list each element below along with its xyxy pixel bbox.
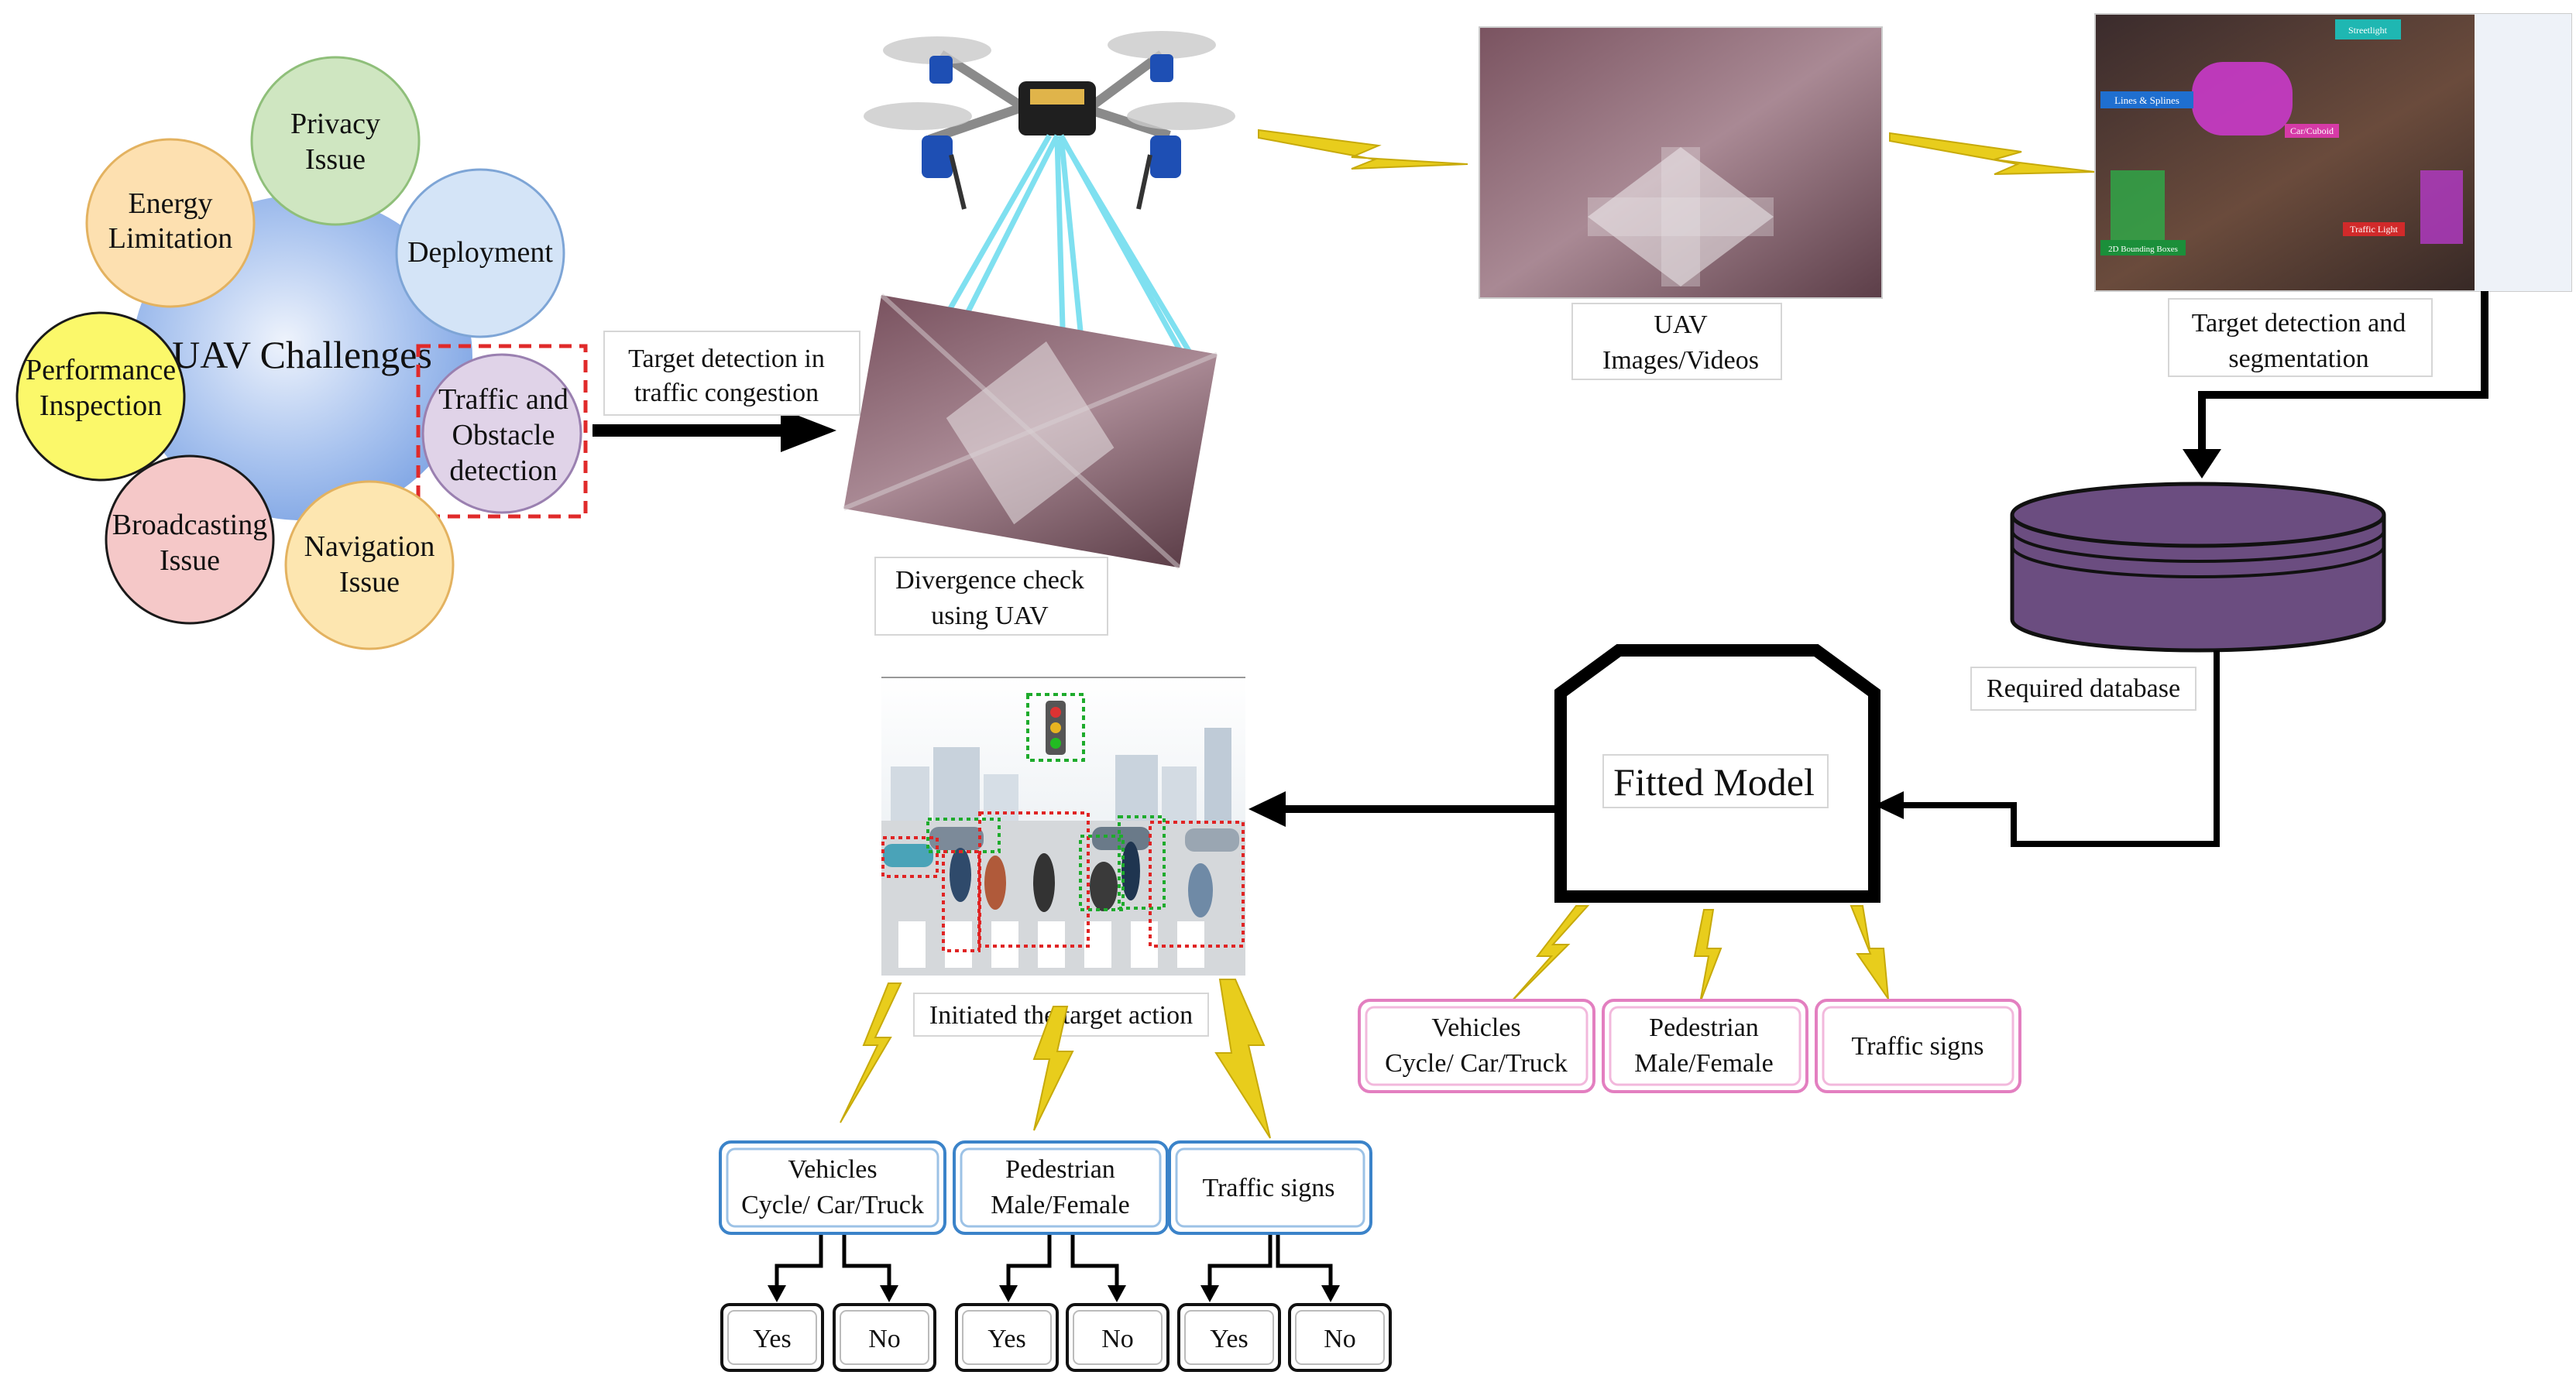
lightning-icon	[840, 982, 902, 1123]
detection-image: Lines & Splines Car/Cuboid 2D Bounding B…	[2094, 13, 2572, 292]
decision-yes-vehicles: Yes	[720, 1303, 824, 1372]
svg-text:Divergence check: Divergence check	[895, 566, 1084, 595]
svg-text:Limitation: Limitation	[108, 222, 232, 255]
action-output-pedestrian: Pedestrian Male/Female	[953, 1140, 1169, 1235]
fitted-model-shape: Fitted Model	[1554, 644, 1880, 903]
svg-text:UAV: UAV	[1654, 310, 1708, 339]
uav-image	[1479, 26, 1883, 299]
svg-text:using UAV: using UAV	[931, 602, 1049, 630]
action-street-image	[881, 677, 1245, 976]
svg-text:2D Bounding Boxes: 2D Bounding Boxes	[2108, 245, 2178, 254]
challenge-traffic-obstacle: Traffic and Obstacle detection	[416, 344, 588, 519]
challenge-privacy: Privacy Issue	[250, 56, 421, 226]
svg-text:No: No	[1324, 1325, 1356, 1353]
challenge-deployment: Deployment	[395, 168, 565, 338]
svg-text:Images/Videos: Images/Videos	[1602, 346, 1759, 375]
uav-challenges-cluster: UAV Challenges Privacy Issue Energy Limi…	[15, 56, 588, 650]
drone-icon	[864, 31, 1235, 210]
svg-text:No: No	[1101, 1325, 1134, 1353]
svg-text:Issue: Issue	[339, 566, 400, 598]
database-icon	[2010, 482, 2386, 653]
model-output-traffic-signs: Traffic signs	[1815, 999, 2021, 1093]
divergence-label: Divergence check using UAV	[874, 557, 1108, 636]
svg-text:Male/Female: Male/Female	[1634, 1049, 1773, 1078]
arrow-to-database	[2198, 291, 2488, 453]
svg-text:Performance: Performance	[26, 354, 176, 386]
svg-text:Traffic Light: Traffic Light	[2350, 224, 2398, 235]
svg-text:Traffic and: Traffic and	[438, 383, 568, 416]
svg-text:Inspection: Inspection	[39, 389, 162, 422]
decision-yes-pedestrian: Yes	[955, 1303, 1059, 1372]
challenge-navigation: Navigation Issue	[284, 480, 455, 650]
svg-text:Vehicles: Vehicles	[1431, 1013, 1520, 1042]
svg-text:Male/Female: Male/Female	[991, 1191, 1129, 1219]
svg-text:segmentation: segmentation	[2228, 345, 2368, 373]
branch-arrowheads	[768, 1285, 1340, 1302]
detection-label: Target detection and segmentation	[2168, 298, 2433, 377]
challenge-performance: Performance Inspection	[15, 311, 186, 482]
svg-text:Target detection and: Target detection and	[2192, 309, 2406, 338]
decision-no-traffic-signs: No	[1288, 1303, 1392, 1372]
arrow-to-model-head	[1874, 791, 1904, 819]
lightning-icon	[1258, 129, 1468, 170]
challenge-broadcasting: Broadcasting Issue	[105, 454, 275, 625]
svg-text:Pedestrian: Pedestrian	[1649, 1013, 1759, 1042]
challenges-hub-label: UAV Challenges	[172, 333, 432, 376]
svg-text:Privacy: Privacy	[290, 108, 380, 140]
action-output-vehicles: Vehicles Cycle/ Car/Truck	[719, 1140, 946, 1235]
divergence-aerial-image	[843, 293, 1218, 570]
svg-text:Yes: Yes	[753, 1325, 791, 1353]
lightning-icon	[1889, 132, 2096, 175]
decision-no-pedestrian: No	[1066, 1303, 1170, 1372]
model-output-pedestrian: Pedestrian Male/Female	[1602, 999, 1808, 1093]
svg-text:Vehicles: Vehicles	[788, 1155, 877, 1184]
lightning-icon	[1510, 905, 1590, 1003]
svg-text:Navigation: Navigation	[304, 530, 435, 563]
lightning-icon	[1032, 1006, 1074, 1131]
svg-text:Lines & Splines: Lines & Splines	[2114, 94, 2179, 106]
action-output-traffic-signs: Traffic signs	[1168, 1140, 1372, 1235]
database-label: Required database	[1970, 667, 2196, 711]
uav-image-label: UAV Images/Videos	[1571, 303, 1782, 380]
svg-text:Traffic signs: Traffic signs	[1203, 1174, 1335, 1202]
svg-text:Yes: Yes	[987, 1325, 1025, 1353]
branch-connectors	[775, 1235, 1333, 1289]
challenge-energy: Energy Limitation	[85, 138, 256, 308]
svg-text:Deployment: Deployment	[407, 236, 553, 269]
arrow-to-action	[1249, 791, 1561, 827]
arrow-to-database-head	[2183, 449, 2221, 478]
arrow-to-model	[1901, 650, 2220, 847]
svg-text:Streetlight: Streetlight	[2348, 25, 2388, 36]
svg-text:Fitted Model: Fitted Model	[1613, 760, 1815, 804]
svg-text:traffic congestion: traffic congestion	[634, 379, 819, 407]
svg-text:Yes: Yes	[1210, 1325, 1248, 1353]
svg-text:Traffic signs: Traffic signs	[1852, 1032, 1984, 1061]
svg-text:Cycle/ Car/Truck: Cycle/ Car/Truck	[741, 1191, 924, 1219]
model-output-vehicles: Vehicles Cycle/ Car/Truck	[1358, 999, 1595, 1093]
arrow-to-divergence: Target detection in traffic congestion	[592, 331, 860, 452]
svg-text:Energy: Energy	[128, 187, 212, 220]
svg-text:Issue: Issue	[305, 143, 366, 176]
svg-text:No: No	[868, 1325, 901, 1353]
svg-text:Target detection in: Target detection in	[628, 345, 825, 373]
decision-yes-traffic-signs: Yes	[1177, 1303, 1281, 1372]
svg-text:detection: detection	[449, 454, 557, 487]
svg-text:Broadcasting: Broadcasting	[112, 509, 268, 541]
lightning-icon	[1693, 909, 1722, 1003]
svg-text:Obstacle: Obstacle	[452, 419, 555, 451]
svg-text:Issue: Issue	[160, 544, 220, 577]
lightning-icon	[1214, 979, 1271, 1139]
svg-text:Car/Cuboid: Car/Cuboid	[2290, 125, 2334, 136]
lightning-icon	[1850, 905, 1890, 1002]
svg-text:Required database: Required database	[1987, 674, 2180, 703]
decision-no-vehicles: No	[833, 1303, 936, 1372]
svg-text:Cycle/ Car/Truck: Cycle/ Car/Truck	[1385, 1049, 1568, 1078]
svg-text:Pedestrian: Pedestrian	[1005, 1155, 1115, 1184]
